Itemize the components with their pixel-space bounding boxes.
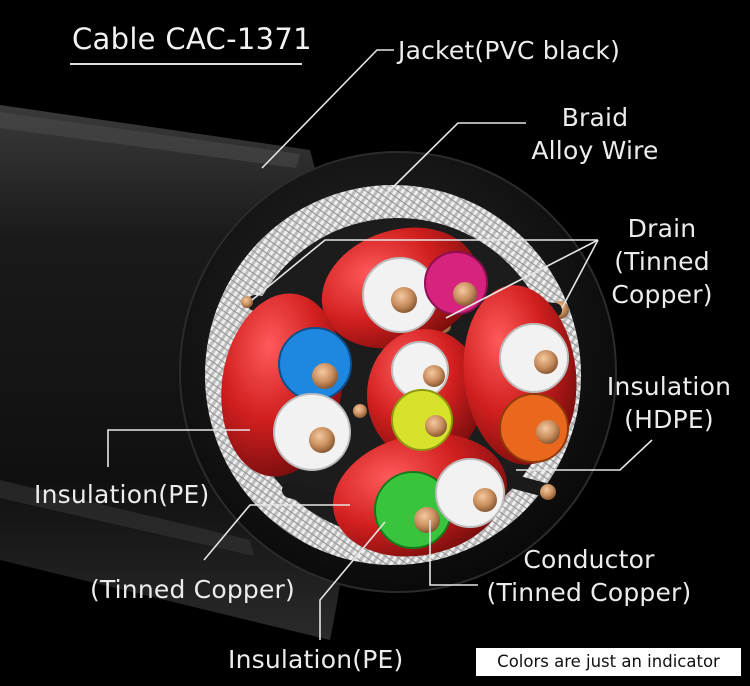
label-tinned-copper: (Tinned Copper) <box>90 575 295 604</box>
label-jacket: Jacket(PVC black) <box>398 36 621 65</box>
leader-braid <box>384 122 526 196</box>
leader-drain-2 <box>445 239 599 319</box>
leader-pe-left <box>107 429 250 467</box>
insulated-cores <box>273 251 569 549</box>
title-underline <box>70 63 302 65</box>
disclaimer-note: Colors are just an indicator <box>476 648 741 676</box>
label-conductor: Conductor (Tinned Copper) <box>486 545 692 607</box>
label-drain: Drain (Tinned Copper) <box>611 214 713 309</box>
page-title: Cable CAC-1371 <box>72 22 312 56</box>
label-insulation-hdpe: Insulation (HDPE) <box>606 372 732 434</box>
jacket-highlight <box>0 112 300 168</box>
label-insulation-pe-left: Insulation(PE) <box>34 480 210 509</box>
leader-hdpe <box>516 439 653 471</box>
leader-conductor <box>429 520 478 586</box>
jacket-lower-highlight <box>0 480 254 556</box>
leader-drain-3 <box>561 239 599 309</box>
leader-tinned <box>203 504 350 561</box>
leader-jacket <box>261 49 394 169</box>
leader-drain-1 <box>251 239 598 301</box>
leader-lines <box>107 49 653 640</box>
label-insulation-pe-bottom: Insulation(PE) <box>228 645 404 674</box>
leader-pe-bottom <box>319 521 386 640</box>
label-braid: Braid Alloy Wire <box>531 103 659 165</box>
